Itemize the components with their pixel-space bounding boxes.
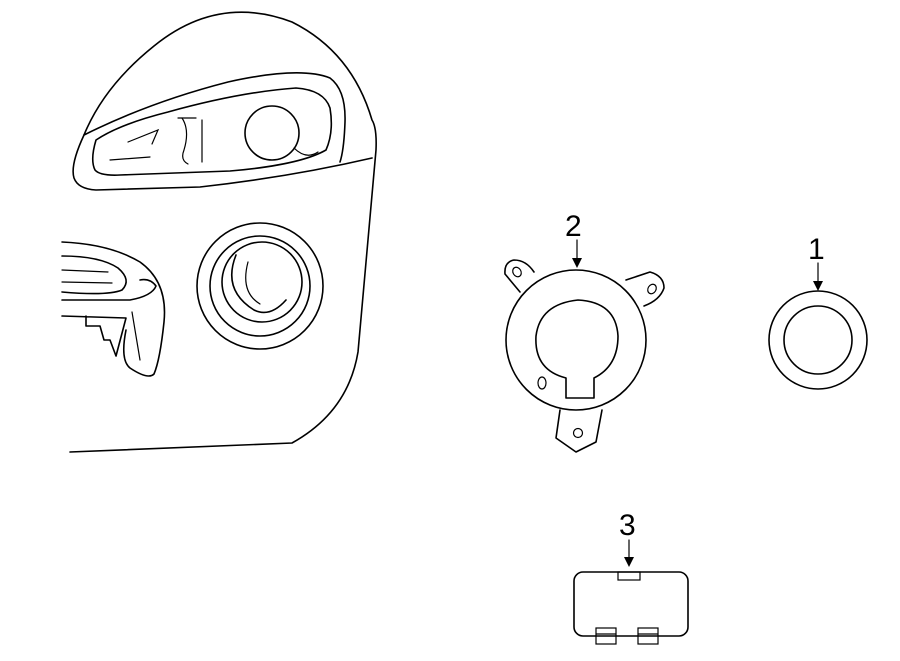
fascia-outline <box>69 11 377 453</box>
bumper-intake-lower <box>61 315 127 357</box>
part-2-right-ear <box>625 271 665 307</box>
part-3-bottom-tab-right <box>637 627 659 645</box>
part-3-bottom-tab-left <box>595 627 617 645</box>
headlamp-lens <box>91 87 333 176</box>
callout-3-label: 3 <box>619 509 636 542</box>
headlamp-projector <box>244 105 300 161</box>
headlamp-housing <box>72 134 373 191</box>
part-2-bottom-tab <box>555 409 603 453</box>
bumper-intake-lip <box>61 278 157 301</box>
bumper-intake-inner <box>61 255 127 295</box>
callout-2-label: 2 <box>565 210 582 243</box>
part-2-bottom-tab-hole <box>572 427 584 439</box>
fog-lamp-bezel <box>196 222 324 350</box>
headlamp-projector-hook <box>293 147 319 156</box>
bumper-intake-strake-3 <box>131 311 141 361</box>
vehicle-front-fascia <box>61 11 377 453</box>
fog-lamp-lens <box>221 241 303 323</box>
bumper-intake-strake-1 <box>61 269 109 273</box>
part-3-top-tab <box>617 571 641 581</box>
bumper-intake-outer <box>61 241 166 377</box>
part-1-bezel-ring: 1 <box>768 233 868 390</box>
headlamp-detail-1 <box>109 156 151 161</box>
bumper-intake-strake-2 <box>61 281 113 284</box>
headlamp-upper-edge <box>83 72 346 163</box>
part-3-body <box>573 571 689 637</box>
part-1-inner-ring <box>783 305 853 375</box>
callout-3-arrowhead <box>624 557 634 567</box>
part-2-housing-hole <box>537 376 547 390</box>
callout-1-label: 1 <box>808 233 825 266</box>
part-2-left-ear-hole <box>512 266 522 278</box>
fog-lamp-reflector <box>230 254 287 314</box>
part-2-right-ear-hole <box>647 283 657 295</box>
part-2-housing <box>505 269 647 411</box>
callout-1-arrowhead <box>813 281 823 291</box>
part-2-bulb-opening <box>535 299 619 399</box>
headlamp-detail-2 <box>127 128 160 145</box>
part-3-connector: 3 <box>573 509 689 645</box>
part-2-left-ear <box>504 259 535 293</box>
headlamp-detail-3 <box>181 117 189 165</box>
callout-2-arrowhead <box>572 258 582 268</box>
fog-lamp-ring <box>209 235 311 337</box>
fog-lamp-reflector-line <box>245 261 261 305</box>
part-2-fog-lamp-assembly: 2 <box>504 210 665 453</box>
